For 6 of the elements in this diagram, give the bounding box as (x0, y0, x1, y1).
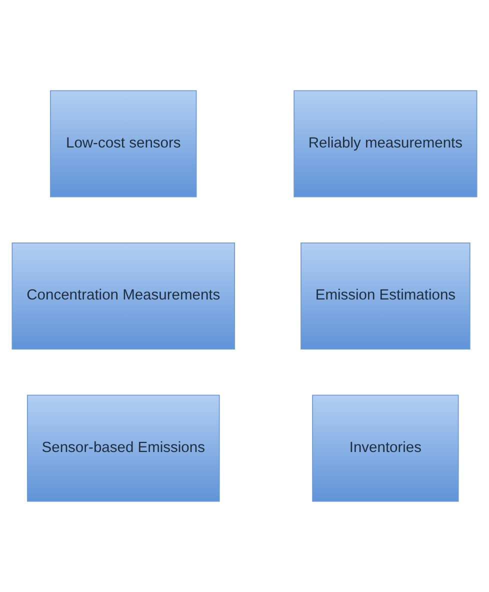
node-box: Emission Estimations (300, 242, 470, 350)
node-box: Inventories (312, 394, 459, 502)
node-box: Reliably measurements (294, 90, 478, 198)
node-box: Concentration Measurements (12, 242, 236, 350)
node-box: Low-cost sensors (50, 90, 197, 198)
node-box: Sensor-based Emissions (26, 394, 220, 502)
